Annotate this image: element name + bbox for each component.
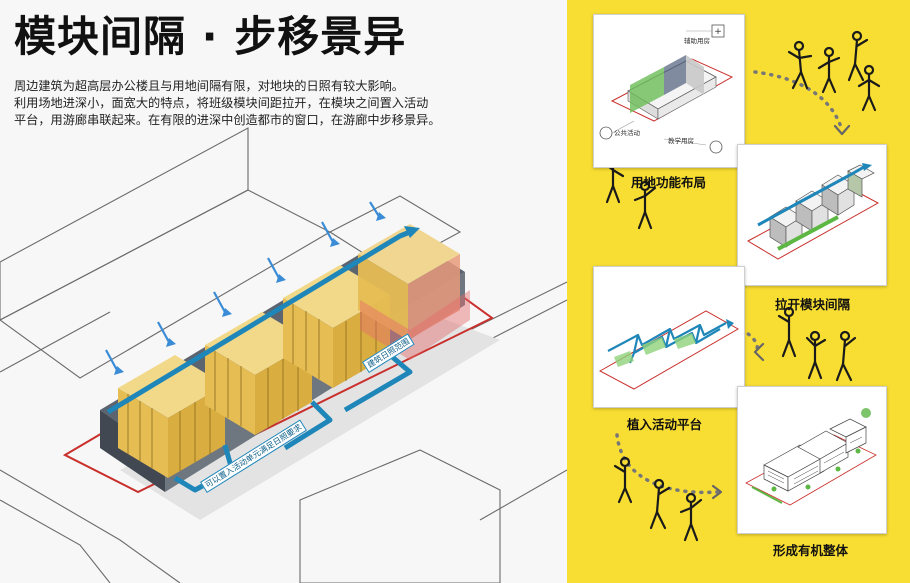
step-4-diagram: [745, 408, 877, 506]
step-panel-1: + 辅助用房 公共活动 教学用房: [593, 14, 745, 168]
module-4: [358, 224, 470, 360]
process-decor: [601, 30, 881, 542]
context-buildings: [0, 127, 567, 583]
flow-arrow-head: [753, 342, 765, 362]
flow-arrows: [615, 70, 844, 495]
step-panel-2: [737, 144, 887, 286]
tag-auxiliary: 辅助用房: [684, 37, 710, 45]
page-title: 模块间隔 · 步移景异: [14, 12, 407, 61]
tag-public-activity: 公共活动: [614, 129, 640, 137]
ground-shadow: [120, 310, 500, 520]
svg-text:+: +: [714, 27, 722, 37]
step-3-diagram: [598, 310, 740, 390]
step-1-diagram: +: [599, 24, 734, 154]
step-label-2: 拉开模块间隔: [775, 297, 851, 312]
step-panel-4: [737, 386, 887, 534]
people-figures: [601, 30, 881, 542]
flow-arrow-head: [833, 124, 851, 136]
axonometric-section: 建筑日照范围 可以置入活动单元满足日照要求 模块间隔 · 步移景异 周边建筑为超…: [0, 12, 567, 583]
flow-arrow-head: [711, 484, 723, 500]
sun-arrows: [105, 201, 386, 375]
axonometric-drawing: [0, 127, 567, 583]
step-2-diagram: [746, 163, 880, 260]
step-label-1: 用地功能布局: [631, 175, 707, 190]
tag-teaching: 教学用房: [668, 137, 694, 145]
process-section: + 辅助用房 公共活动 教学用房 用地功能布局: [567, 0, 910, 583]
step-label-3: 植入活动平台: [627, 417, 703, 432]
step-label-4: 形成有机整体: [773, 543, 849, 558]
step-panel-3: [593, 266, 745, 408]
description-line: 利用场地进深小，面宽大的特点，将班级模块间距拉开，在模块之间置入活动: [14, 96, 429, 110]
description-line: 周边建筑为超高层办公楼且与用地间隔有限，对地块的日照有较大影响。: [14, 79, 404, 93]
module-1: [118, 355, 225, 478]
corridor-arrow: [404, 226, 420, 238]
description-line: 平台，用游廊串联起来。在有限的进深中创造都市的窗口，在游廊中步移景异。: [14, 113, 441, 127]
